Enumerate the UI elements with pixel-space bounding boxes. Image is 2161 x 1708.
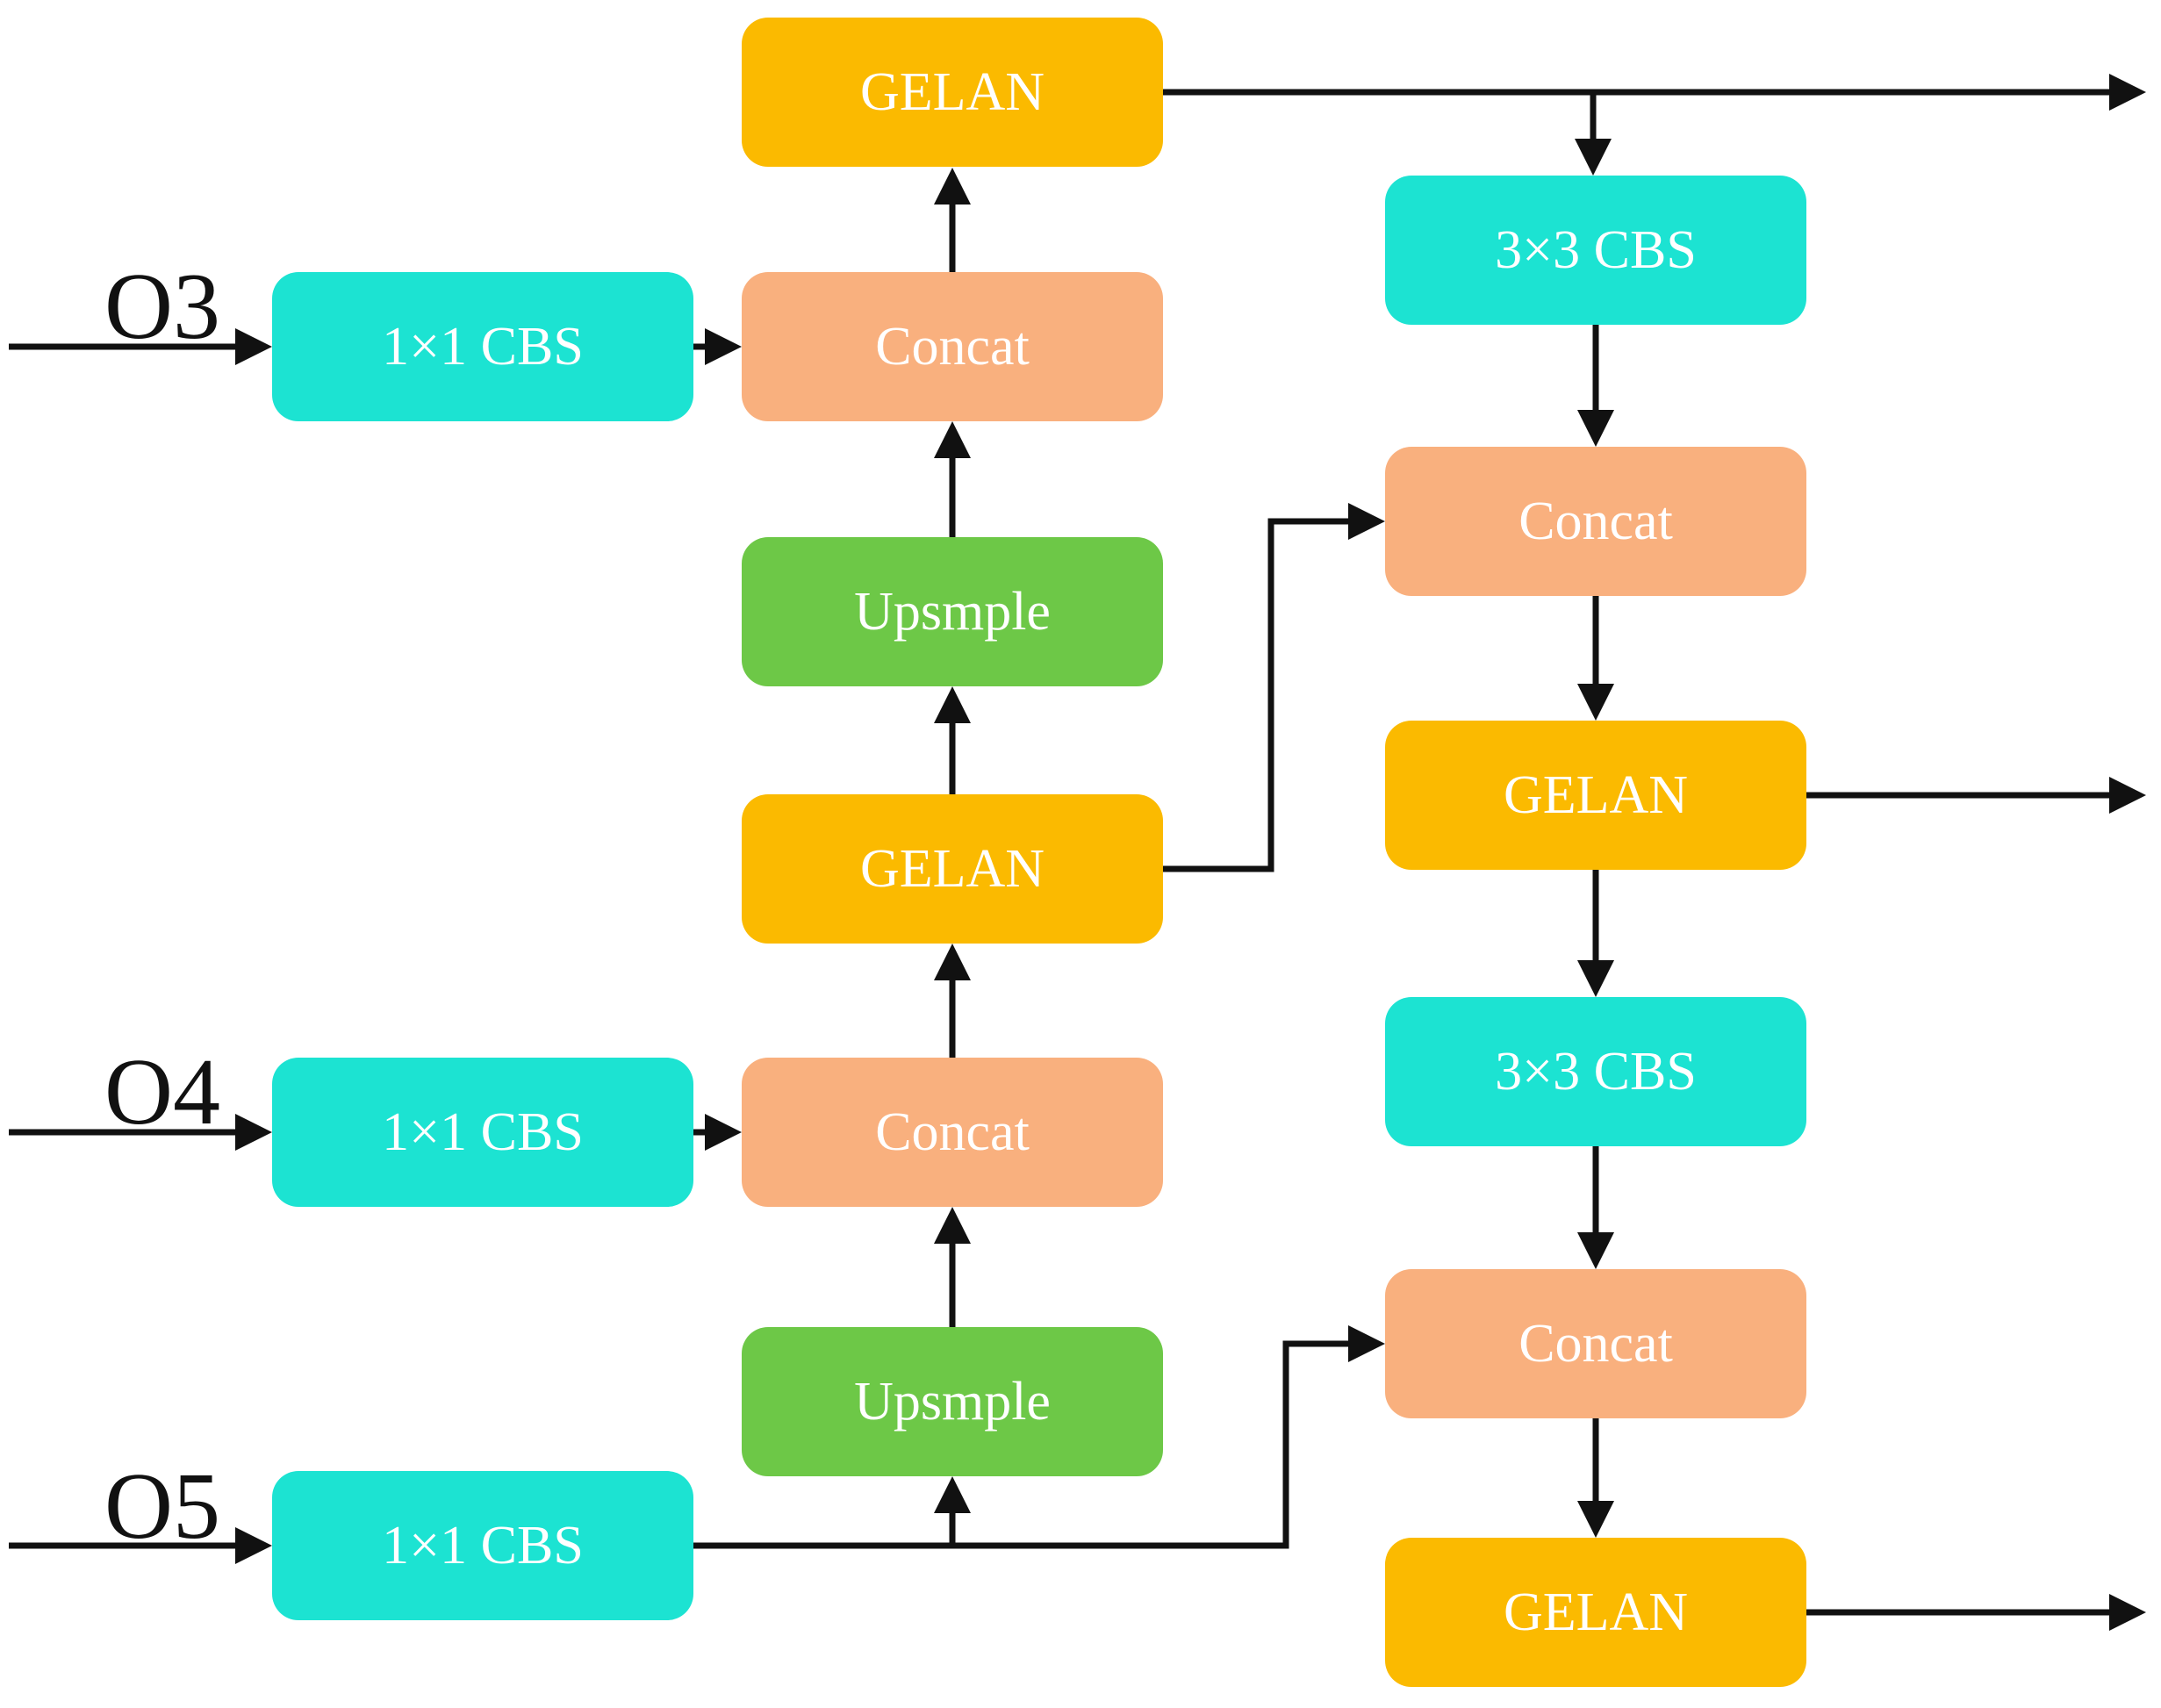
node-gelan-mid: GELAN [742, 794, 1163, 944]
edge-gelan-mid-to-concat-right1 [1163, 503, 1385, 872]
node-cbs-1x1-o5-label: 1×1 CBS [382, 1516, 584, 1575]
node-gelan-right-1-box [1385, 721, 1806, 870]
input-label-o5: O5 [104, 1454, 220, 1559]
node-gelan-mid-label: GELAN [860, 839, 1045, 899]
node-cbs-1x1-o3-box [272, 272, 693, 421]
node-cbs-1x1-o4: 1×1 CBS [272, 1058, 693, 1207]
node-concat-o3: Concat [742, 272, 1163, 421]
input-label-o4: O4 [104, 1040, 220, 1145]
node-cbs-3x3-2: 3×3 CBS [1385, 997, 1806, 1146]
edge-cbs-o5-to-concat-right2 [693, 1325, 1385, 1549]
node-gelan-top: GELAN [742, 18, 1163, 167]
node-concat-right-2-label: Concat [1518, 1314, 1673, 1374]
node-cbs-3x3-2-label: 3×3 CBS [1495, 1042, 1697, 1102]
node-concat-right-1: Concat [1385, 447, 1806, 596]
node-gelan-top-box [742, 18, 1163, 167]
node-upsmple-2-label: Upsmple [854, 1372, 1051, 1432]
node-cbs-1x1-o4-label: 1×1 CBS [382, 1102, 584, 1162]
node-cbs-1x1-o5: 1×1 CBS [272, 1471, 693, 1620]
node-gelan-right-1: GELAN [1385, 721, 1806, 870]
node-concat-o3-label: Concat [875, 317, 1030, 377]
node-cbs-1x1-o5-box [272, 1471, 693, 1620]
node-gelan-right-2-box [1385, 1538, 1806, 1687]
node-concat-right-1-label: Concat [1518, 492, 1673, 551]
node-concat-o4-label: Concat [875, 1102, 1030, 1162]
node-gelan-right-2-label: GELAN [1504, 1582, 1688, 1642]
node-concat-o4-box [742, 1058, 1163, 1207]
node-upsmple-1-box [742, 537, 1163, 686]
node-gelan-right-1-label: GELAN [1504, 765, 1688, 825]
node-gelan-mid-box [742, 794, 1163, 944]
node-concat-right-1-box [1385, 447, 1806, 596]
node-cbs-3x3-1-label: 3×3 CBS [1495, 220, 1697, 280]
node-concat-o4: Concat [742, 1058, 1163, 1207]
node-cbs-3x3-2-box [1385, 997, 1806, 1146]
node-cbs-1x1-o3: 1×1 CBS [272, 272, 693, 421]
node-cbs-1x1-o3-label: 1×1 CBS [382, 317, 584, 377]
node-upsmple-1: Upsmple [742, 537, 1163, 686]
node-cbs-3x3-1-box [1385, 176, 1806, 325]
node-cbs-3x3-1: 3×3 CBS [1385, 176, 1806, 325]
node-concat-right-2-box [1385, 1269, 1806, 1418]
node-upsmple-2: Upsmple [742, 1327, 1163, 1476]
node-gelan-right-2: GELAN [1385, 1538, 1806, 1687]
node-upsmple-2-box [742, 1327, 1163, 1476]
node-cbs-1x1-o4-box [272, 1058, 693, 1207]
node-concat-right-2: Concat [1385, 1269, 1806, 1418]
node-upsmple-1-label: Upsmple [854, 582, 1051, 642]
node-concat-o3-box [742, 272, 1163, 421]
node-gelan-top-label: GELAN [860, 62, 1045, 122]
input-label-o3: O3 [104, 255, 220, 359]
